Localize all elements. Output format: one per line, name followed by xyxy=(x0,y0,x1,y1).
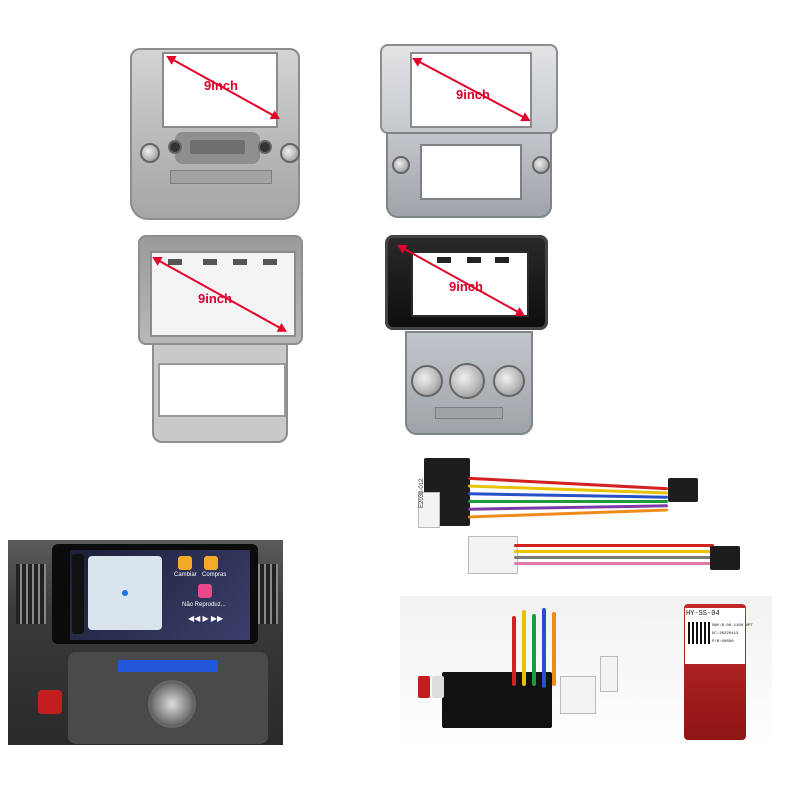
app-icon-right xyxy=(204,556,218,570)
right-vent xyxy=(254,564,278,624)
dimension-label: 9inch xyxy=(456,87,490,102)
mount-tab xyxy=(263,259,277,265)
wire-green-a xyxy=(532,614,536,686)
sticker-date: DC:20220413 xyxy=(712,632,739,636)
radio-knob-left xyxy=(168,140,182,154)
sticker-model: HY-SS-04 xyxy=(686,610,720,618)
connector-label-plate xyxy=(418,492,440,528)
location-dot xyxy=(122,590,128,596)
button-strip xyxy=(435,407,503,419)
dimension-label: 9inch xyxy=(204,78,238,93)
connector-label: E2030-012 xyxy=(419,478,425,508)
app-icon-left xyxy=(178,556,192,570)
media-icon xyxy=(198,584,212,598)
lower-cutout xyxy=(158,363,286,417)
decoder-harness-photo: HY-SS-04 SWV:B.00.1108 VPT DC:20220413 P… xyxy=(400,596,772,746)
wire-red-a xyxy=(512,616,516,686)
head-unit-screen: Cambiar Compras Não Reproduz... ◀◀ ▶ ▶▶ xyxy=(70,550,250,640)
app-label-right: Compras xyxy=(202,572,227,578)
radio-knob-right xyxy=(258,140,272,154)
sticker-part: P/N:X0090 xyxy=(712,640,734,644)
mount-tab xyxy=(437,257,451,263)
climate-knob-center xyxy=(449,363,485,399)
wire-yellow-lower xyxy=(514,550,714,553)
left-knob xyxy=(140,143,160,163)
media-status: Não Reproduz... xyxy=(182,602,226,608)
white-connector-b xyxy=(600,656,618,692)
frame-top-right: 9inch xyxy=(380,44,560,222)
frame-mid-left: 9inch xyxy=(138,235,306,450)
wire-blue-a xyxy=(542,608,546,688)
wiring-harness: E2030-012 xyxy=(410,452,750,590)
app-label-left: Cambiar xyxy=(174,572,197,578)
end-connector-top xyxy=(668,478,698,502)
media-controls: ◀◀ ▶ ▶▶ xyxy=(188,614,224,623)
rca-plug-red xyxy=(418,676,430,698)
end-connector-bottom xyxy=(710,546,740,570)
climate-knob xyxy=(148,680,196,728)
lower-cutout xyxy=(420,144,522,200)
wire-grey-lower xyxy=(514,556,714,559)
white-connector xyxy=(468,536,518,574)
white-connector-a xyxy=(560,676,596,714)
rca-plug-white xyxy=(432,676,444,698)
hazard-button xyxy=(38,690,62,714)
dock xyxy=(72,554,84,634)
frame-mid-right: 9inch xyxy=(385,235,550,445)
wire-pink-lower xyxy=(514,562,714,565)
right-vent xyxy=(532,156,550,174)
radio-display xyxy=(190,140,245,154)
climate-knob-left xyxy=(411,365,443,397)
wire-red-lower xyxy=(514,544,714,547)
sticker-software: SWV:B.00.1108 VPT xyxy=(712,624,753,628)
mount-tab xyxy=(233,259,247,265)
mount-tab xyxy=(203,259,217,265)
mount-tab xyxy=(168,259,182,265)
wire-orange-a xyxy=(552,612,556,686)
climate-display xyxy=(118,660,218,672)
right-knob xyxy=(280,143,300,163)
sticker-qr-code xyxy=(688,622,710,644)
button-row xyxy=(170,170,272,184)
mount-tab xyxy=(467,257,481,263)
dimension-label: 9inch xyxy=(198,291,232,306)
wire-yellow-a xyxy=(522,610,526,686)
left-vent xyxy=(16,564,46,624)
installed-dash-photo: Cambiar Compras Não Reproduz... ◀◀ ▶ ▶▶ xyxy=(8,540,283,745)
mount-tab xyxy=(495,257,509,263)
frame-top-left: 9inch xyxy=(130,40,300,220)
wire-green xyxy=(468,500,668,503)
dimension-label: 9inch xyxy=(449,279,483,294)
left-vent xyxy=(392,156,410,174)
climate-knob-right xyxy=(493,365,525,397)
